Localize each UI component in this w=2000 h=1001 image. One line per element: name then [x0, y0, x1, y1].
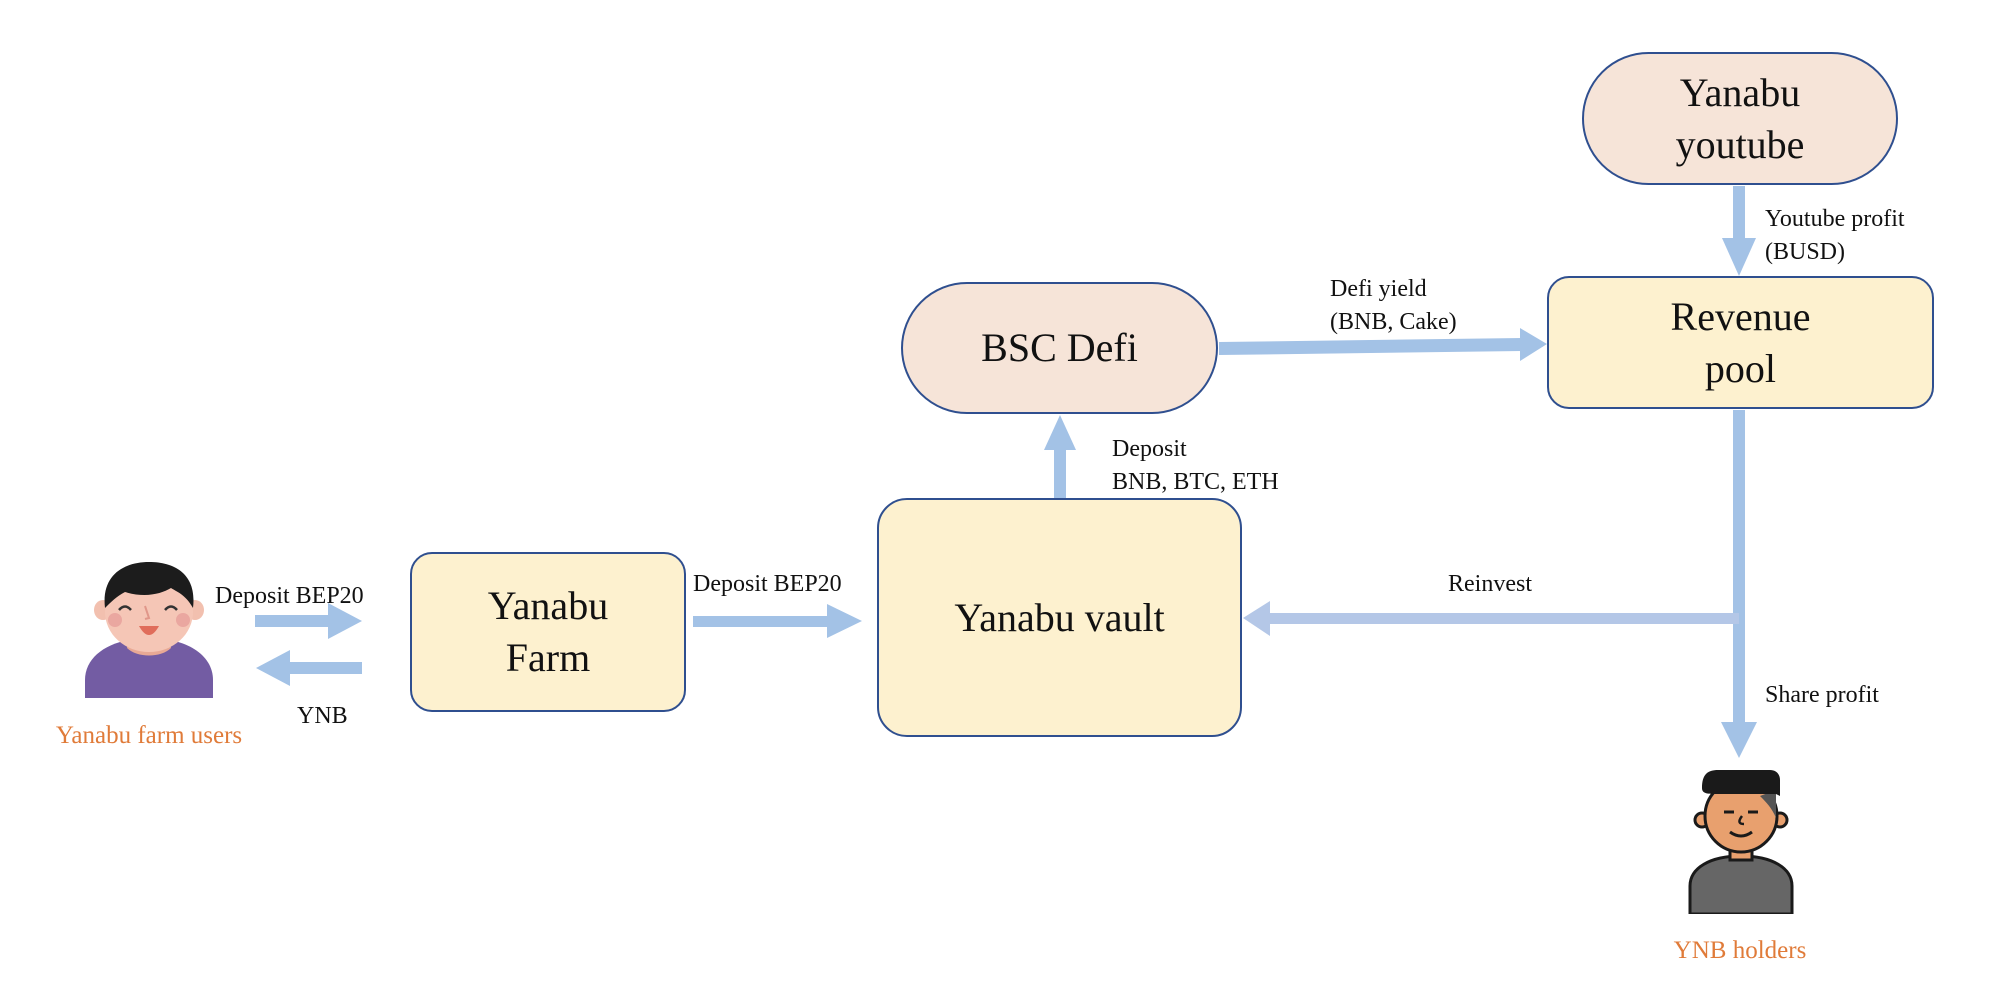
node-label: Yanabu vault	[954, 594, 1165, 640]
node-revenue-pool: Revenue pool	[1547, 276, 1934, 409]
edge-label-line1: Youtube profit	[1765, 206, 1905, 232]
node-yanabu-youtube: Yanabu youtube	[1582, 52, 1898, 185]
arrow-defi-to-revenue	[1219, 328, 1547, 361]
edge-label-user-deposit: Deposit BEP20	[215, 583, 364, 609]
actor-label-ynb-holders: YNB holders	[1673, 937, 1807, 964]
arrow-youtube-to-revenue	[1722, 186, 1756, 276]
node-label-line2: youtube	[1675, 121, 1805, 167]
edge-label-reinvest: Reinvest	[1448, 571, 1532, 597]
node-yanabu-farm: Yanabu Farm	[410, 552, 686, 712]
arrow-farm-to-vault	[693, 604, 862, 638]
node-bsc-defi: BSC Defi	[901, 282, 1218, 414]
node-label-line2: Farm	[505, 635, 591, 680]
arrow-vault-to-defi	[1044, 415, 1076, 498]
edge-label-defi-yield: Defi yield (BNB, Cake)	[1330, 273, 1457, 339]
node-label-line1: Yanabu	[1679, 69, 1801, 115]
arrow-farm-to-user	[256, 650, 362, 686]
smiling-user-avatar-icon	[85, 562, 213, 698]
edge-label-farm-deposit: Deposit BEP20	[693, 571, 842, 597]
edge-label-line1: Deposit	[1112, 436, 1187, 462]
node-label-line2: pool	[1704, 345, 1777, 391]
edge-label-line1: Defi yield	[1330, 276, 1427, 302]
arrow-user-to-farm	[255, 603, 362, 639]
node-yanabu-vault: Yanabu vault	[877, 498, 1242, 737]
node-label: BSC Defi	[981, 325, 1138, 370]
edge-label-ynb: YNB	[297, 703, 348, 729]
edge-label-youtube-profit: Youtube profit (BUSD)	[1765, 203, 1905, 269]
arrow-revenue-to-holders	[1721, 410, 1757, 758]
edge-label-vault-deposit: Deposit BNB, BTC, ETH	[1112, 433, 1279, 499]
edge-label-line2: (BNB, Cake)	[1330, 309, 1457, 335]
edge-label-line2: (BUSD)	[1765, 239, 1846, 265]
actor-label-farm-users: Yanabu farm users	[55, 722, 243, 749]
node-label-line1: Yanabu	[487, 583, 609, 628]
edge-label-line2: BNB, BTC, ETH	[1112, 469, 1279, 495]
node-label-line1: Revenue	[1670, 293, 1811, 339]
arrow-reinvest-to-vault	[1243, 601, 1739, 636]
edge-label-share-profit: Share profit	[1765, 682, 1879, 708]
user-avatar-icon	[1688, 770, 1794, 914]
